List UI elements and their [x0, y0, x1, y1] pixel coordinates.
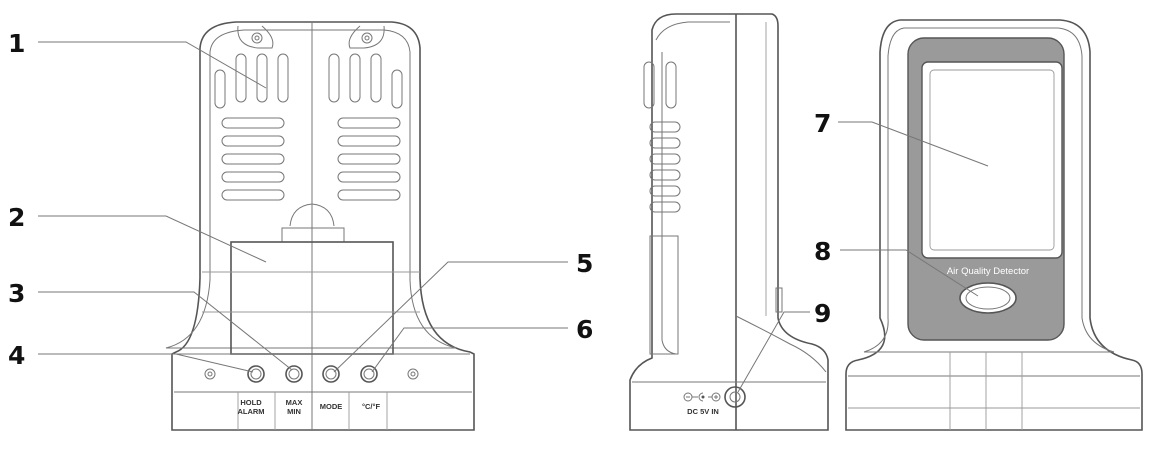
- label-mode: MODE: [320, 402, 343, 411]
- side-notch: [775, 287, 783, 313]
- label-min: MIN: [287, 407, 301, 416]
- vent-slot: [328, 53, 340, 103]
- vent-slot: [221, 189, 285, 201]
- vent-slot: [337, 171, 401, 183]
- vent-slot: [649, 121, 681, 133]
- side-battery-ledge: [649, 235, 679, 355]
- back-inner-outline: [165, 29, 457, 349]
- vent-slot: [337, 135, 401, 147]
- label-unit: °C/°F: [362, 402, 380, 411]
- callout-1: 1: [8, 29, 25, 58]
- callout-6: 6: [576, 315, 593, 344]
- callout-leaders: [38, 41, 989, 393]
- vent-slot: [665, 61, 677, 109]
- screw-icon: [251, 32, 263, 44]
- vent-slot: [221, 135, 285, 147]
- side-back-edge: [661, 52, 677, 355]
- battery-cover-clip: [281, 227, 345, 243]
- battery-cover-tab: [289, 203, 335, 227]
- mode-button: [322, 365, 340, 383]
- unit-button: [360, 365, 378, 383]
- back-top-ear-right: [348, 25, 385, 49]
- callout-7: 7: [814, 109, 831, 138]
- callout-5: 5: [576, 249, 593, 278]
- hold-alarm-button: [247, 365, 265, 383]
- vent-slot: [221, 117, 285, 129]
- front-inner-outline: [863, 27, 1115, 353]
- side-base-curve: [735, 315, 827, 373]
- side-view: DC 5V IN: [629, 13, 829, 431]
- vent-slot: [235, 53, 247, 103]
- vent-slot: [277, 53, 289, 103]
- vent-slot: [349, 53, 361, 103]
- vent-slot: [391, 69, 403, 109]
- back-vertical-vents: [214, 53, 403, 109]
- screen-title: Air Quality Detector: [947, 266, 1029, 277]
- front-button-inner: [965, 286, 1011, 310]
- vent-slot: [256, 53, 268, 103]
- vent-slot: [221, 153, 285, 165]
- vent-slot: [649, 169, 681, 181]
- max-min-button: [285, 365, 303, 383]
- callout-4: 4: [8, 341, 25, 370]
- label-max: MAX: [286, 398, 303, 407]
- dc-polarity-icon: [683, 392, 721, 402]
- vent-slot: [337, 117, 401, 129]
- vent-slot: [649, 153, 681, 165]
- vent-slot: [370, 53, 382, 103]
- label-alarm: ALARM: [237, 407, 264, 416]
- callout-9: 9: [814, 299, 831, 328]
- vent-slot: [214, 69, 226, 109]
- vent-slot: [337, 153, 401, 165]
- dc-label: DC 5V IN: [687, 407, 719, 416]
- callout-8: 8: [814, 237, 831, 266]
- screw-icon: [204, 368, 216, 380]
- side-top-handle: [655, 21, 730, 41]
- callout-3: 3: [8, 279, 25, 308]
- back-body-outline: [171, 21, 475, 431]
- vent-slot: [221, 171, 285, 183]
- vent-slot: [649, 201, 681, 213]
- callout-numbers: 1 2 3 4 5 6 7 8 9: [8, 29, 831, 370]
- side-body-outline: [629, 13, 829, 431]
- side-vents: [643, 61, 681, 213]
- front-view: Air Quality Detector: [845, 19, 1143, 431]
- vent-slot: [643, 61, 655, 109]
- callout-2: 2: [8, 203, 25, 232]
- back-horizontal-vents: [221, 117, 401, 201]
- label-hold: HOLD: [240, 398, 262, 407]
- front-body-outline: [845, 19, 1143, 431]
- dc-jack: [724, 386, 746, 408]
- screw-icon: [361, 32, 373, 44]
- display-screen: [921, 61, 1063, 259]
- vent-slot: [649, 137, 681, 149]
- front-button: [959, 282, 1017, 314]
- screw-icon: [407, 368, 419, 380]
- back-view: HOLD ALARM MAX MIN MODE °C/°F: [165, 21, 475, 431]
- display-inner: [929, 69, 1055, 251]
- vent-slot: [337, 189, 401, 201]
- vent-slot: [649, 185, 681, 197]
- back-top-ear-left: [237, 25, 274, 49]
